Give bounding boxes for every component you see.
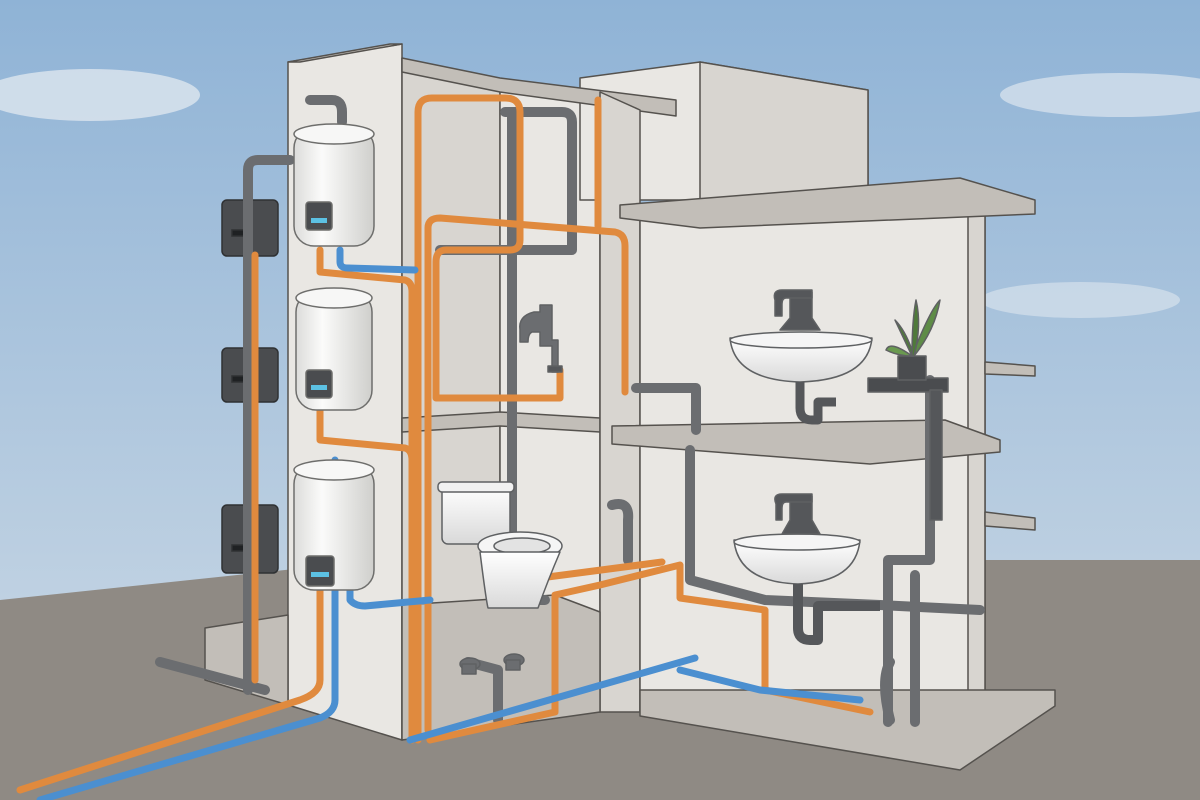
lower-sink-p-trap xyxy=(793,584,880,645)
middle-heater-control-panel xyxy=(305,369,333,399)
upper-water-heater xyxy=(293,123,375,247)
dividing-wall xyxy=(599,91,641,713)
right-room-side-wall xyxy=(967,199,986,746)
middle-water-heater xyxy=(295,287,373,411)
upper-sink-p-trap xyxy=(795,382,836,425)
upper-slab xyxy=(619,177,1036,229)
cloud xyxy=(980,282,1180,318)
side-shelf-lower xyxy=(984,511,1036,531)
fixtures xyxy=(437,289,949,675)
lower-water-heater xyxy=(293,459,375,591)
floor-valves xyxy=(459,653,525,675)
plant-shelf xyxy=(867,377,949,521)
right-floor-slab xyxy=(639,689,1056,771)
toilet xyxy=(437,481,563,609)
left-wall-top xyxy=(287,43,403,63)
side-shelf-upper xyxy=(984,361,1036,377)
hot-water-pipes xyxy=(16,94,874,794)
lower-sink xyxy=(733,493,880,645)
lower-heater-control-panel xyxy=(305,555,335,587)
potted-plant xyxy=(885,299,941,381)
cloud xyxy=(1000,73,1200,117)
cold-water-pipes xyxy=(36,246,864,800)
wall-faucet xyxy=(519,304,563,373)
cloud xyxy=(0,69,200,121)
water-heaters xyxy=(293,123,375,591)
mid-slab xyxy=(611,419,1001,465)
upper-sink xyxy=(729,289,873,425)
upper-heater-control-panel xyxy=(305,201,333,231)
